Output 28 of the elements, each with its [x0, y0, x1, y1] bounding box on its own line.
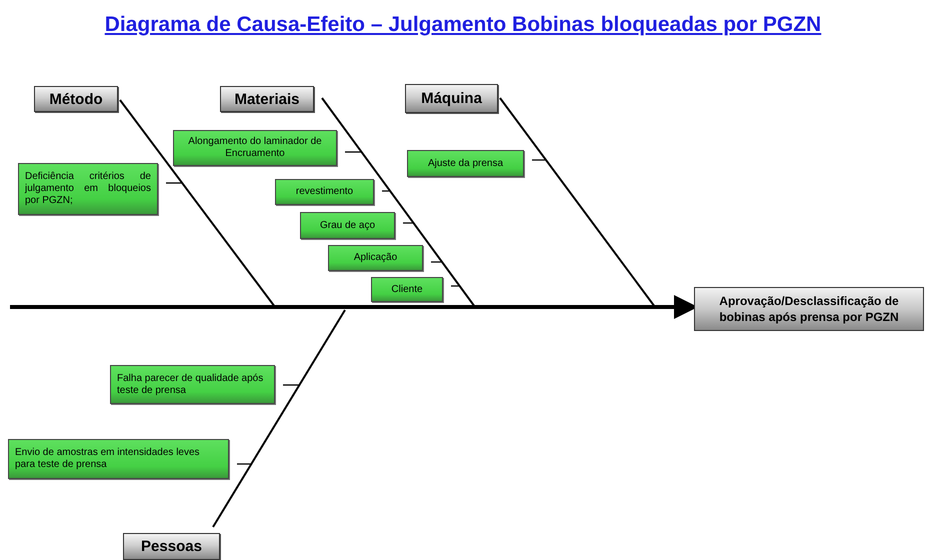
rib-line	[451, 285, 460, 287]
rib-line	[283, 384, 300, 386]
cause-box: Aplicação	[328, 245, 423, 271]
rib-line	[166, 182, 182, 184]
diagram-title: Diagrama de Causa-Efeito – Julgamento Bobinas bloqueadas por PGZN	[104, 12, 822, 38]
cause-box: Cliente	[371, 277, 443, 302]
cause-box: Grau de aço	[300, 212, 395, 239]
category-box: Máquina	[405, 84, 498, 113]
rib-line	[532, 159, 546, 161]
cause-box: Alongamento do laminador de Encruamento	[173, 130, 337, 166]
cause-box: Envio de amostras em intensidades leves para teste de prensa	[8, 439, 229, 479]
bone-line	[212, 309, 346, 528]
category-box: Materiais	[220, 86, 314, 112]
category-box: Pessoas	[123, 533, 220, 560]
cause-box: Ajuste da prensa	[407, 150, 524, 177]
bone-line	[119, 99, 276, 308]
rib-line	[345, 151, 362, 153]
bone-line	[321, 97, 476, 308]
effect-box: Aprovação/Desclassificação de bobinas após prensa por PGZN	[694, 287, 924, 331]
bone-line	[499, 97, 656, 308]
rib-line	[237, 463, 252, 465]
cause-box: revestimento	[275, 179, 374, 205]
category-box: Método	[34, 86, 118, 112]
rib-line	[382, 190, 390, 192]
rib-line	[431, 261, 442, 263]
cause-box: Falha parecer de qualidade após teste de prensa	[110, 365, 275, 404]
cause-box: Deficiência critérios de julgamento em bloqueios por PGZN;	[18, 163, 158, 215]
rib-line	[403, 222, 414, 224]
